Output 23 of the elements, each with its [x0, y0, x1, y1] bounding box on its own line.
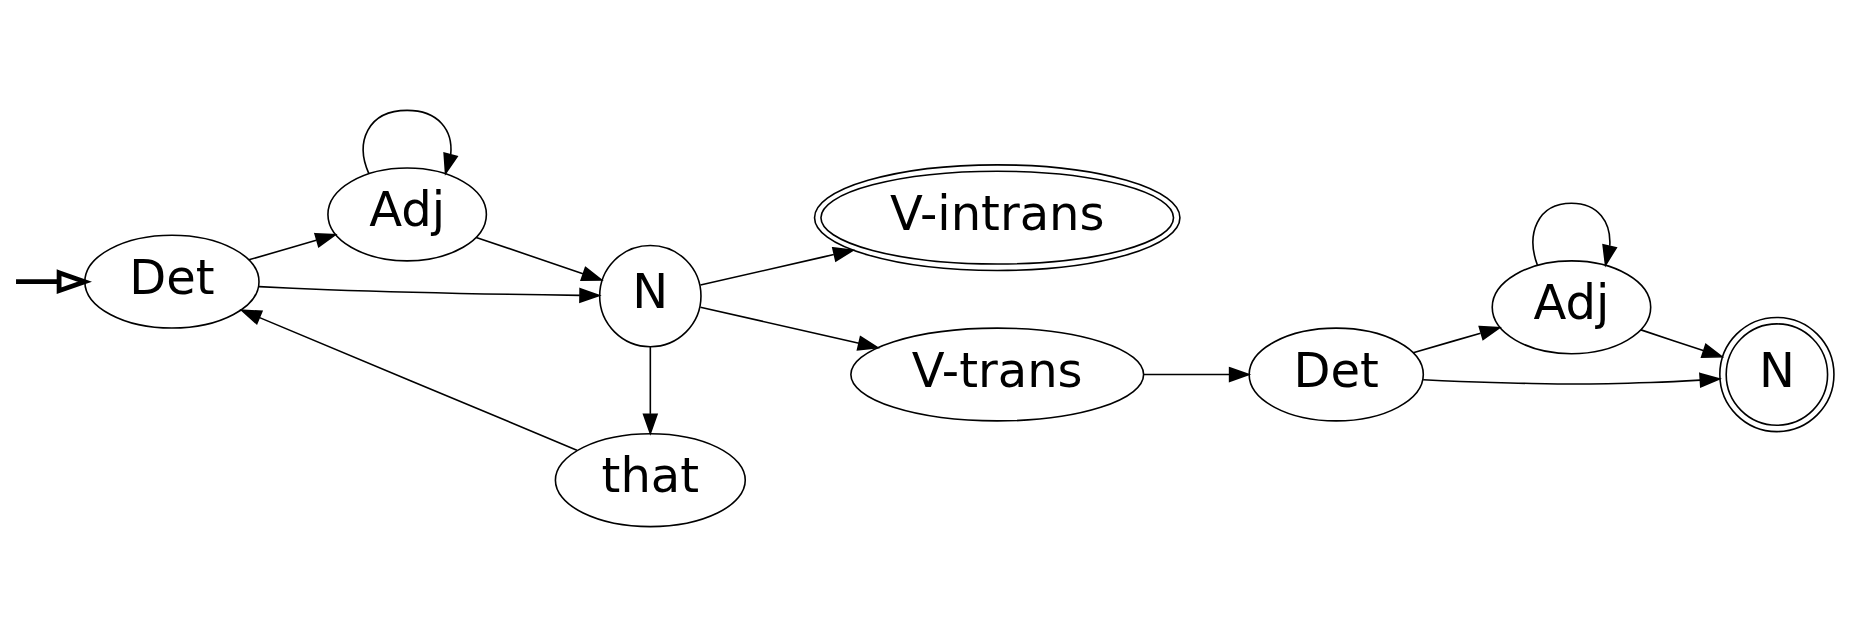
- arrow: [239, 308, 578, 451]
- arrow: [16, 268, 92, 294]
- arrow: [1422, 371, 1722, 388]
- arrow: [699, 246, 856, 286]
- arrow: [1532, 201, 1618, 267]
- arrow: [642, 345, 659, 436]
- node-ellipse: Det: [1248, 326, 1425, 422]
- arrow: [1142, 366, 1252, 382]
- node-circle: N: [598, 244, 702, 348]
- node-ellipse: Adj: [1491, 259, 1652, 354]
- arrow: [362, 109, 459, 176]
- node-ellipse: Adj: [327, 166, 488, 262]
- arrow: [258, 285, 602, 303]
- arrow: [699, 305, 881, 351]
- node-ellipse: Det: [84, 234, 260, 329]
- arrow: [1640, 328, 1725, 358]
- node-ellipse: that: [554, 432, 747, 527]
- arrow: [475, 236, 604, 281]
- node-circle: N: [1719, 316, 1835, 432]
- arrow: [248, 232, 338, 261]
- node-ellipse: V-trans: [850, 326, 1145, 422]
- arrow: [1412, 325, 1502, 353]
- node-ellipse: V-intrans: [813, 163, 1181, 271]
